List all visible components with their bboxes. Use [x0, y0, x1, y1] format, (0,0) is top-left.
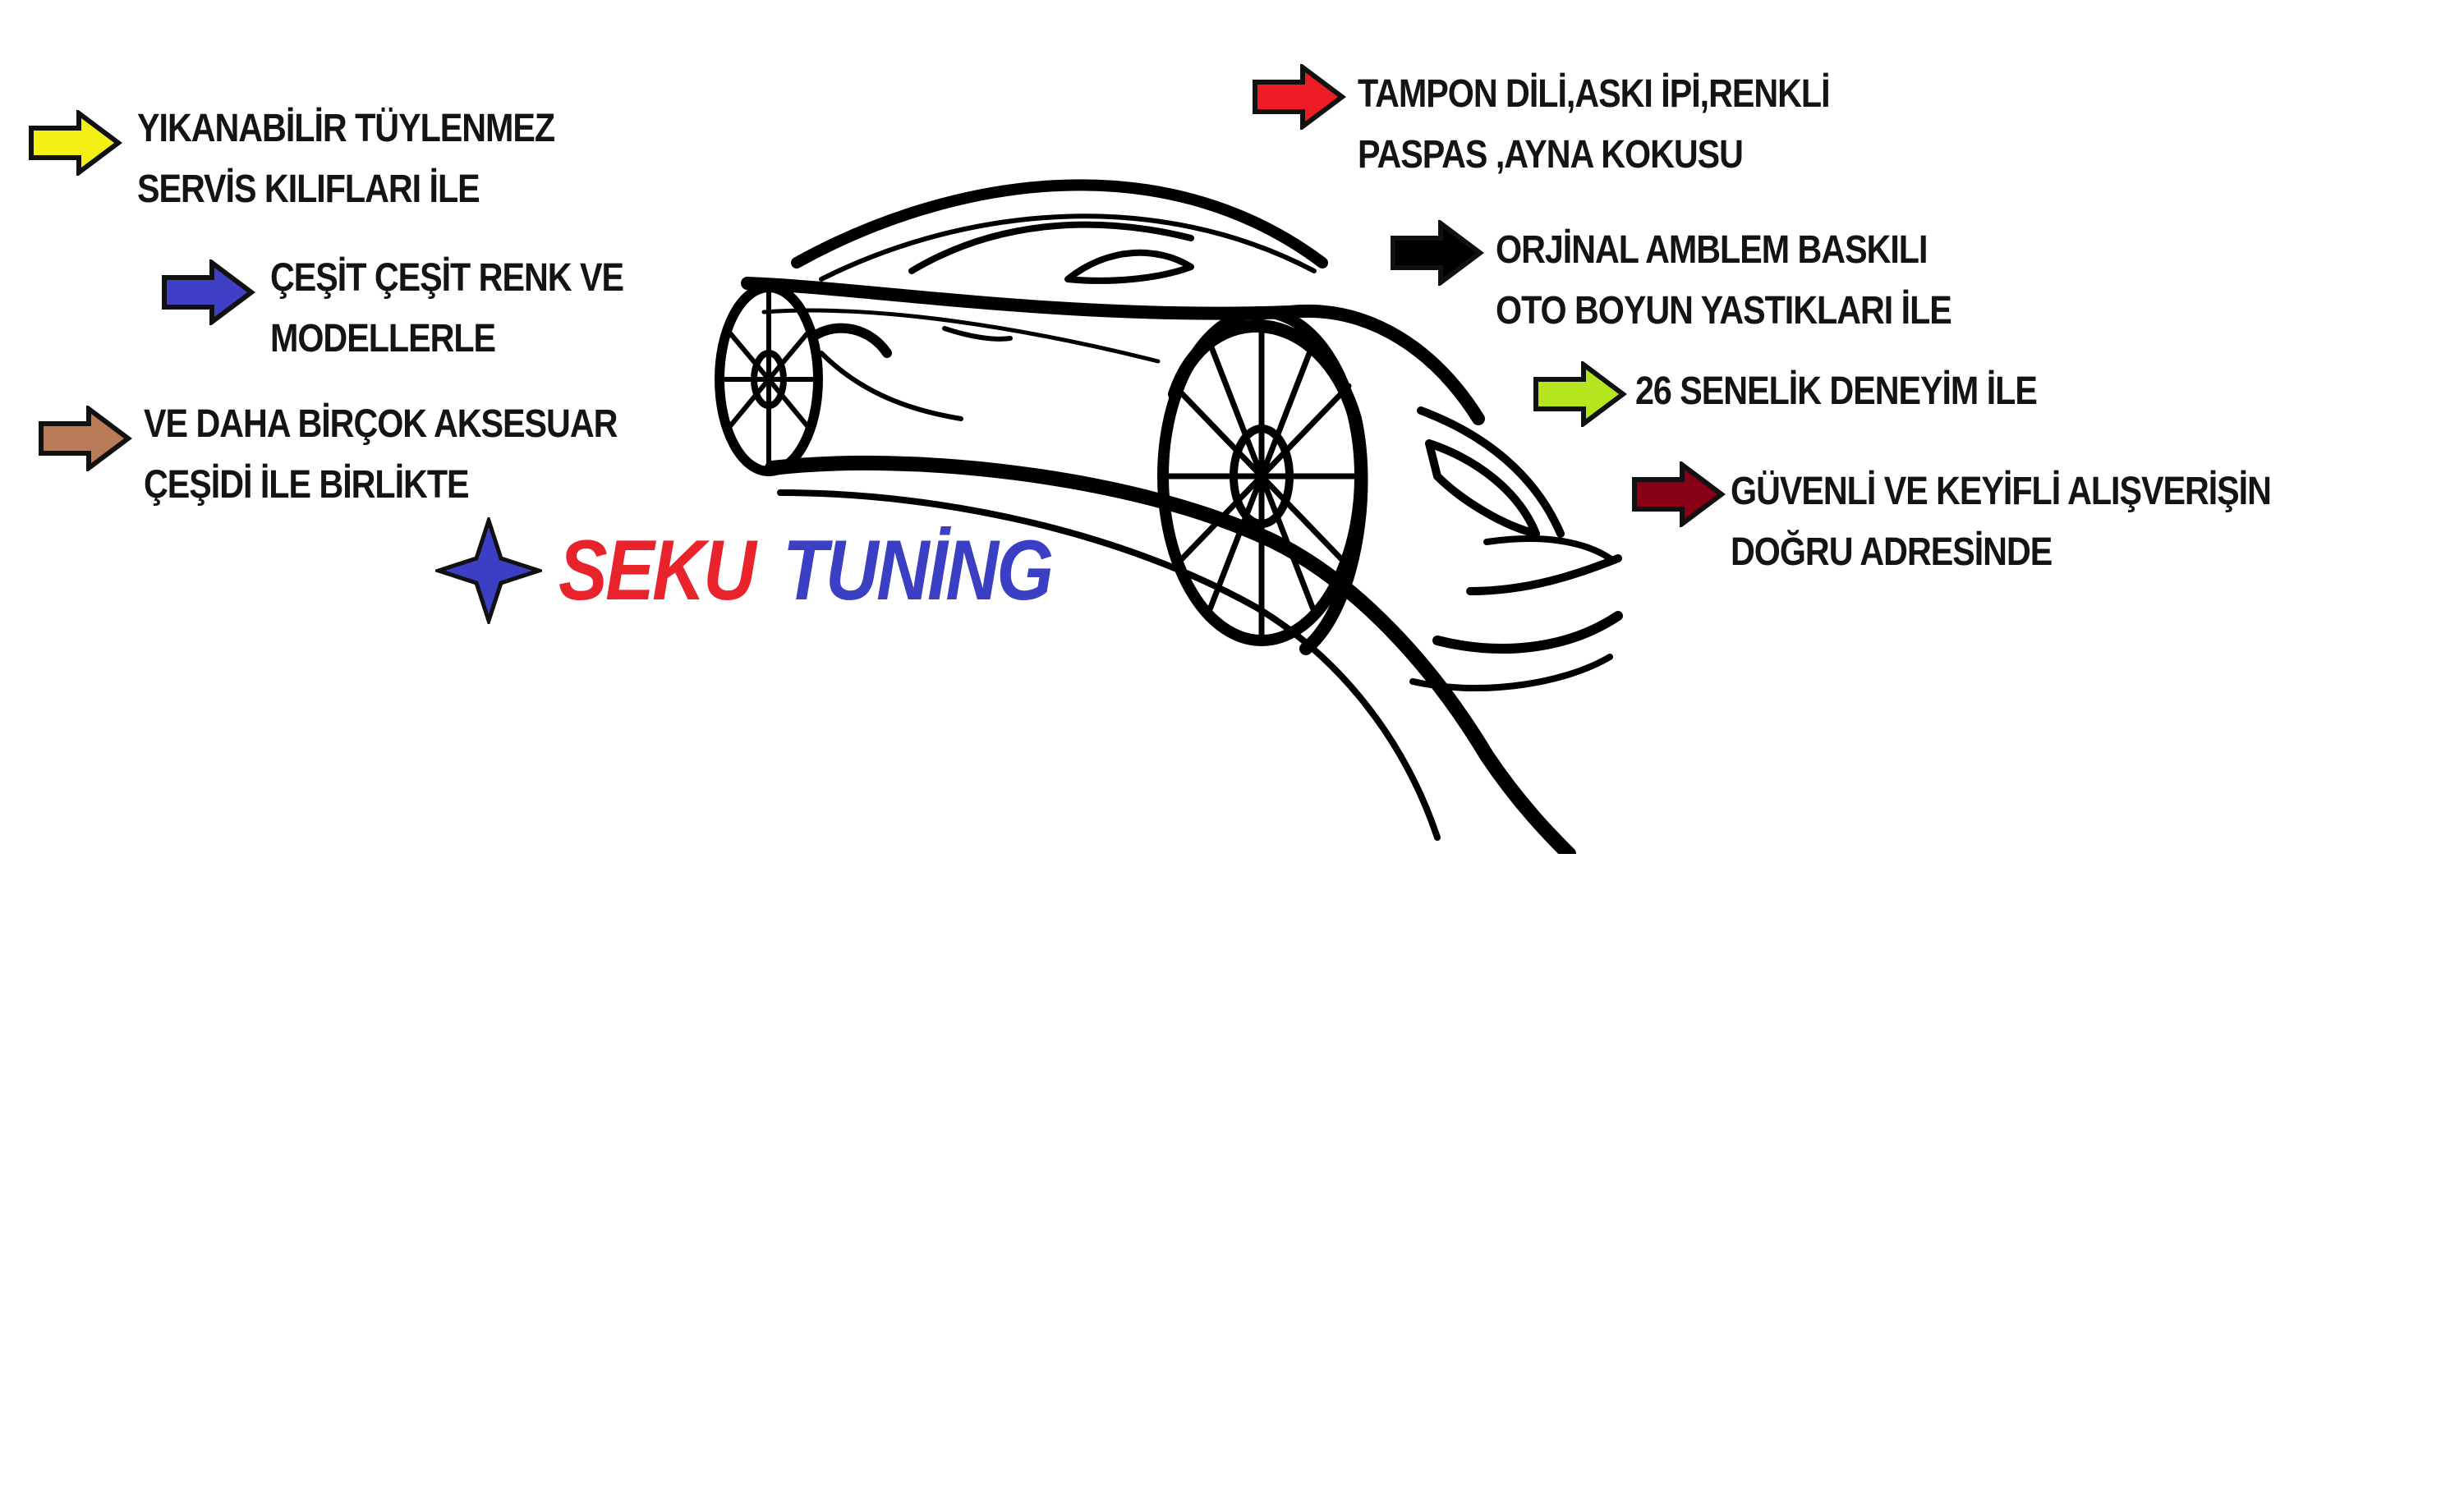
arrow-right-icon [162, 259, 255, 325]
sports-car-outline-icon [715, 179, 1623, 854]
arrow-right-icon [1533, 361, 1627, 427]
callout-line: GÜVENLİ VE KEYİFLİ ALIŞVERİŞİN [1731, 470, 2272, 513]
arrow-fill [1253, 64, 1346, 130]
callout-more-accessories: VE DAHA BİRÇOK AKSESUAR ÇEŞİDİ İLE BİRLİ… [38, 394, 694, 516]
callout-line: 26 SENELİK DENEYİM İLE [1635, 369, 2038, 413]
callout-color-models: ÇEŞİT ÇEŞİT RENK VE MODELLERLE [161, 248, 681, 369]
callout-line: YIKANABİLİR TÜYLENMEZ [137, 107, 555, 150]
callout-bumper-accessories: TAMPON DİLİ,ASKI İPİ,RENKLİ PASPAS ,AYNA… [1252, 64, 1906, 186]
callout-text: 26 SENELİK DENEYİM İLE [1635, 361, 2038, 422]
arrow-right-icon [29, 110, 122, 176]
callout-line: DOĞRU ADRESİNDE [1731, 530, 2053, 574]
callout-line: ORJİNAL AMBLEM BASKILI [1496, 228, 1928, 272]
callout-line: SERVİS KILIFLARI İLE [137, 168, 480, 211]
arrow-right-icon [39, 406, 132, 471]
callout-text: TAMPON DİLİ,ASKI İPİ,RENKLİ PASPAS ,AYNA… [1358, 64, 1831, 186]
callout-text: ORJİNAL AMBLEM BASKILI OTO BOYUN YASTIKL… [1496, 220, 1952, 342]
callout-text: YIKANABİLİR TÜYLENMEZ SERVİS KILIFLARI İ… [137, 99, 555, 220]
callout-emblem-pillows: ORJİNAL AMBLEM BASKILI OTO BOYUN YASTIKL… [1390, 220, 2025, 342]
callout-line: MODELLERLE [270, 317, 496, 360]
arrow-right-icon [1632, 461, 1726, 527]
callout-line: PASPAS ,AYNA KOKUSU [1358, 133, 1744, 177]
callout-safe-shopping: GÜVENLİ VE KEYİFLİ ALIŞVERİŞİN DOĞRU ADR… [1631, 461, 2359, 583]
arrow-right-icon [1391, 220, 1484, 286]
arrow-fill [1632, 461, 1726, 527]
arrow-fill [1391, 220, 1484, 286]
callout-washable-covers: YIKANABİLİR TÜYLENMEZ SERVİS KILIFLARI İ… [28, 99, 623, 220]
four-point-star-icon [435, 517, 542, 624]
arrow-fill [39, 406, 132, 471]
callout-line: ÇEŞİT ÇEŞİT RENK VE [270, 256, 624, 300]
callout-text: ÇEŞİT ÇEŞİT RENK VE MODELLERLE [270, 248, 624, 369]
callout-line: ÇEŞİDİ İLE BİRLİKTE [144, 463, 470, 507]
callout-experience: 26 SENELİK DENEYİM İLE [1533, 361, 2102, 427]
callout-line: OTO BOYUN YASTIKLARI İLE [1496, 289, 1952, 333]
callout-text: GÜVENLİ VE KEYİFLİ ALIŞVERİŞİN DOĞRU ADR… [1731, 461, 2272, 583]
callout-line: VE DAHA BİRÇOK AKSESUAR [144, 402, 618, 446]
star-fill [435, 517, 542, 624]
brand-word-seku: SEKU [559, 523, 756, 618]
arrow-fill [1533, 361, 1627, 427]
arrow-right-icon [1253, 64, 1346, 130]
callout-text: VE DAHA BİRÇOK AKSESUAR ÇEŞİDİ İLE BİRLİ… [144, 394, 618, 516]
arrow-fill [29, 110, 122, 176]
callout-line: TAMPON DİLİ,ASKI İPİ,RENKLİ [1358, 72, 1831, 116]
arrow-fill [162, 259, 255, 325]
brand-logo: SEKU TUNİNG [435, 517, 1096, 624]
brand-word-tuning: TUNİNG [782, 523, 1054, 618]
